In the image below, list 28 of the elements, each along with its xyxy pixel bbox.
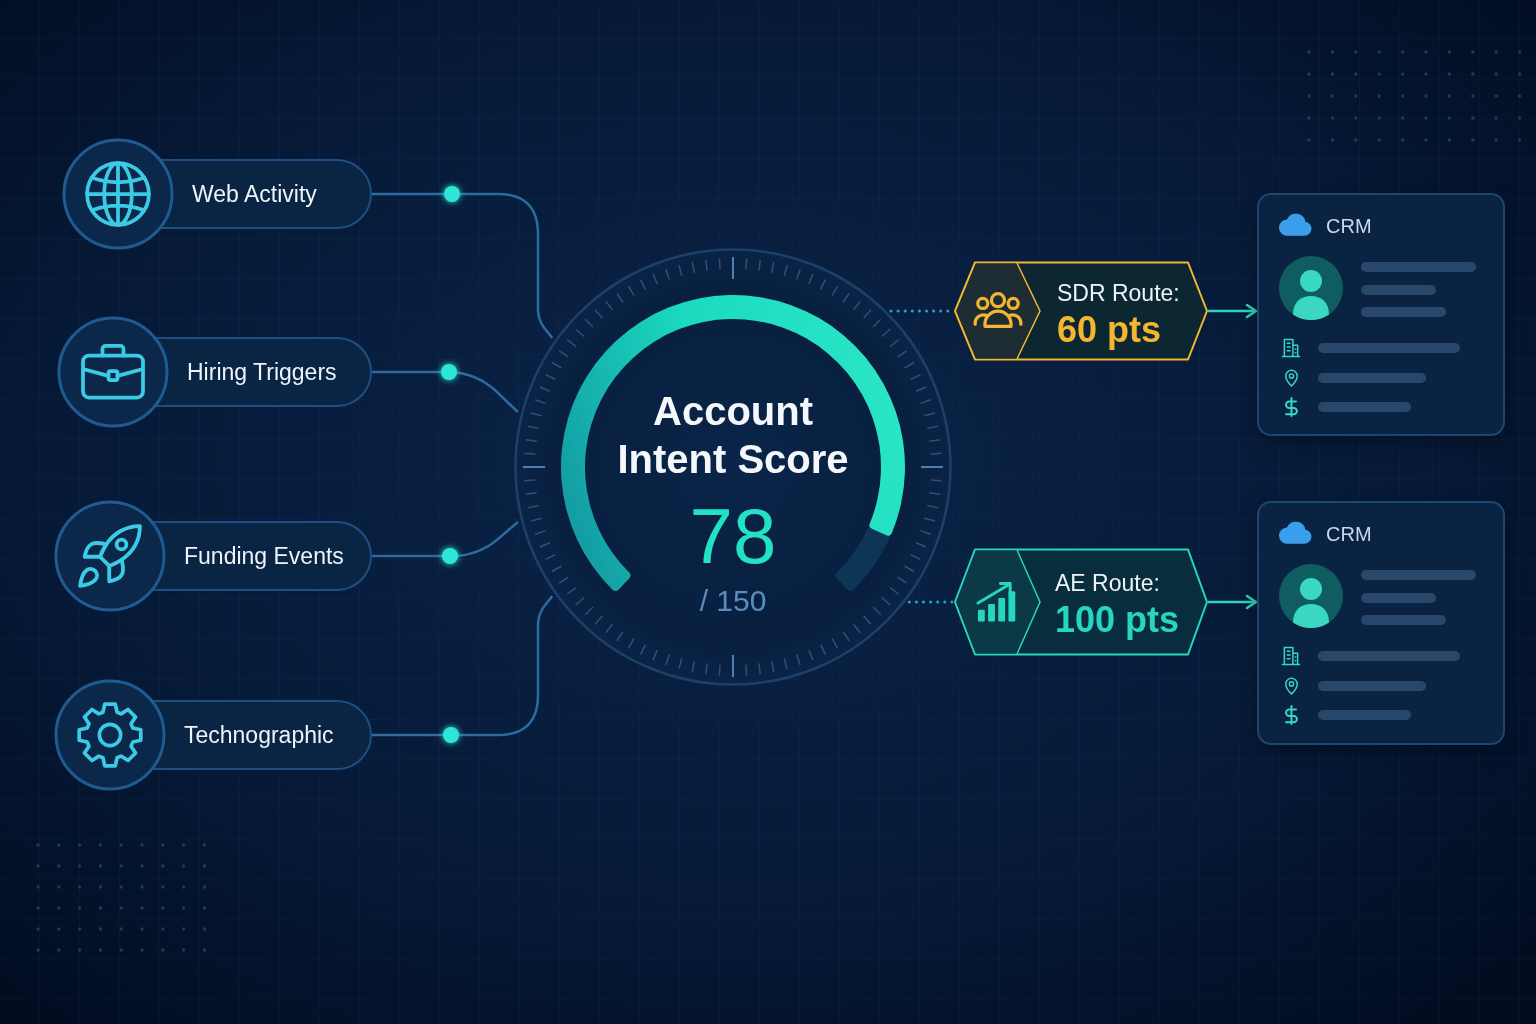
source-label: Web Activity xyxy=(192,182,317,206)
route-label: AE Route: xyxy=(1055,572,1160,595)
crm-card xyxy=(1257,193,1505,436)
route-badge xyxy=(954,261,1208,361)
route-badge xyxy=(954,548,1208,656)
source-label: Funding Events xyxy=(184,544,344,568)
route-label: SDR Route: xyxy=(1057,282,1180,305)
source-pill xyxy=(54,500,372,612)
route-points: 60 pts xyxy=(1057,312,1162,348)
dotted-connector xyxy=(907,600,954,604)
connector-line xyxy=(372,595,554,737)
score-total: / 150 xyxy=(698,586,768,616)
crm-label: CRM xyxy=(1326,524,1372,544)
source-pill xyxy=(62,138,372,250)
connector-line xyxy=(372,192,554,339)
gauge-title: Account Intent Score xyxy=(616,388,850,483)
arrow xyxy=(1208,594,1258,610)
source-pill xyxy=(54,679,372,791)
source-pill xyxy=(57,316,372,428)
arrow xyxy=(1208,303,1258,319)
route-points: 100 pts xyxy=(1055,602,1180,638)
score-value: 78 xyxy=(688,497,778,575)
crm-card xyxy=(1257,501,1505,745)
connector-line xyxy=(372,370,519,413)
crm-label: CRM xyxy=(1326,216,1372,236)
source-label: Hiring Triggers xyxy=(187,360,337,384)
source-label: Technographic xyxy=(184,723,334,747)
connector-line xyxy=(372,521,519,558)
